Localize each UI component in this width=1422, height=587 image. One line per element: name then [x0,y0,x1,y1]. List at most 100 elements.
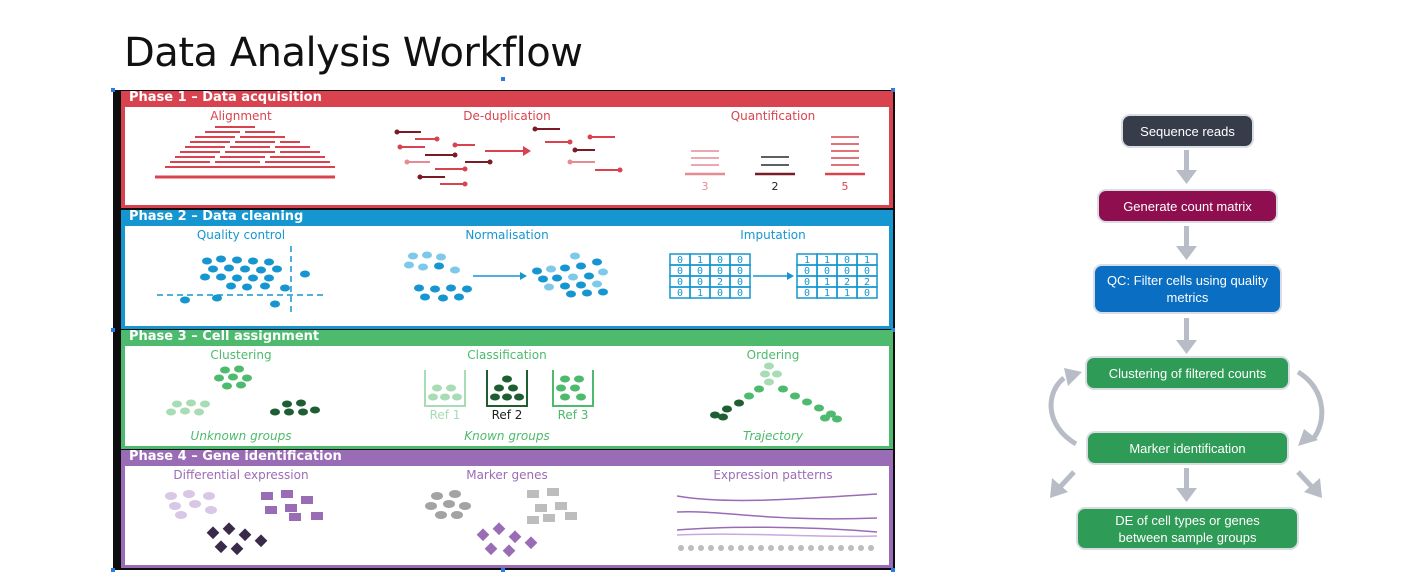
phase-3-title: Phase 3 – Cell assignment [129,329,320,344]
matrix-value: 2 [717,277,723,288]
selection-handle-br[interactable] [891,568,895,572]
matrix-value: 0 [844,255,850,266]
matrix-value: 0 [677,255,683,266]
matrix-value: 2 [844,277,850,288]
matrix-value: 1 [697,255,703,266]
alignment-reads-icon [155,126,335,179]
phase-4-panel: Phase 4 – Gene identification Differenti… [121,450,893,568]
selection-handle-mr[interactable] [891,328,895,332]
quant-count-1: 3 [701,180,709,193]
matrix-value: 0 [844,266,850,277]
clustering-icon [166,365,320,416]
qc-scatter-icon [180,255,310,308]
page-title: Data Analysis Workflow [124,30,583,76]
ordering-label: Ordering [746,348,800,362]
phase-2-title: Phase 2 – Data cleaning [129,209,304,224]
matrix-value: 0 [804,277,810,288]
expression-patterns-icon [676,493,878,538]
matrix-value: 0 [677,288,683,299]
phase-4-body: Differential expression Marker genes Exp… [125,466,889,565]
normalisation-label: Normalisation [465,228,549,242]
phase-1-title: Phase 1 – Data acquisition [129,90,322,105]
node-generate-count-matrix[interactable]: Generate count matrix [1099,191,1276,221]
matrix-value: 0 [824,266,830,277]
matrix-value: 1 [804,255,810,266]
phase-1-body: Alignment De-duplication Quantification [125,107,889,205]
quant-count-2: 2 [771,180,779,193]
matrix-cell [729,286,751,299]
alignment-label: Alignment [210,109,272,123]
matrix-value: 0 [864,266,870,277]
clustering-label: Clustering [210,348,272,362]
matrix-value: 0 [697,277,703,288]
marker-genes-label: Marker genes [466,468,548,482]
differential-expression-label: Differential expression [173,468,309,482]
node-de-cell-types[interactable]: DE of cell types or genes between sample… [1078,509,1297,548]
matrix-value: 0 [804,266,810,277]
ref-2-label: Ref 2 [491,408,523,422]
normalisation-before-icon [404,251,472,302]
ref-1-label: Ref 1 [429,408,461,422]
selection-handle-top[interactable] [501,77,505,81]
deduplication-label: De-duplication [463,109,551,123]
dedup-reads-icon [394,126,623,187]
ref-3-label: Ref 3 [557,408,589,422]
matrix-value: 0 [677,266,683,277]
matrix-value: 1 [824,277,830,288]
normalisation-after-icon [532,252,608,298]
matrix-value: 0 [737,255,743,266]
matrix-value: 0 [697,266,703,277]
expression-patterns-label: Expression patterns [713,468,833,482]
phase-4-title: Phase 4 – Gene identification [129,449,342,464]
phase-3-body: Clustering Classification Ordering [125,346,889,446]
matrix-value: 1 [844,288,850,299]
phase-1-graphics [155,126,865,187]
node-clustering[interactable]: Clustering of filtered counts [1087,358,1288,388]
matrix-value: 0 [804,288,810,299]
differential-expression-icon [165,490,323,556]
phase-2-panel: Phase 2 – Data cleaning Quality control … [121,210,893,329]
classification-label: Classification [467,348,547,362]
matrix-value: 2 [864,277,870,288]
matrix-value: 0 [864,288,870,299]
quality-control-label: Quality control [196,228,286,242]
phase-4-graphics [165,488,878,558]
matrix-value: 0 [737,266,743,277]
ordering-trajectory-icon [710,362,842,423]
matrix-value: 1 [824,255,830,266]
selection-handle-ml[interactable] [111,328,115,332]
matrix-value: 1 [824,288,830,299]
quant-count-3: 5 [841,180,849,193]
imputation-label: Imputation [740,228,806,242]
node-qc-filter-cells[interactable]: QC: Filter cells using quality metrics [1095,266,1280,312]
node-sequence-reads[interactable]: Sequence reads [1123,116,1252,146]
phase-3-graphics [166,362,842,423]
phase-3-panel: Phase 3 – Cell assignment Clustering Cla… [121,330,893,449]
matrix-value: 0 [717,255,723,266]
quantification-bars-icon [685,136,865,176]
selection-handle-tr[interactable] [891,88,895,92]
gene-dots-row-icon [678,545,874,551]
matrix-value: 0 [737,277,743,288]
selection-handle-bm[interactable] [501,568,505,572]
node-marker-identification[interactable]: Marker identification [1088,433,1287,463]
quantification-label: Quantification [730,109,816,123]
unknown-groups-caption: Unknown groups [190,429,292,443]
trajectory-caption: Trajectory [742,429,804,443]
known-groups-caption: Known groups [464,429,550,443]
phase-1-panel: Phase 1 – Data acquisition Alignment De-… [121,91,893,208]
classification-icon [424,370,594,407]
matrix-value: 0 [737,288,743,299]
selection-handle-tl[interactable] [111,88,115,92]
matrix-cell [856,286,878,299]
matrix-value: 0 [717,288,723,299]
matrix-value: 0 [677,277,683,288]
selection-handle-bl[interactable] [111,568,115,572]
matrix-value: 0 [717,266,723,277]
matrix-value: 1 [697,288,703,299]
matrix-value: 1 [864,255,870,266]
marker-genes-icon [425,488,577,558]
